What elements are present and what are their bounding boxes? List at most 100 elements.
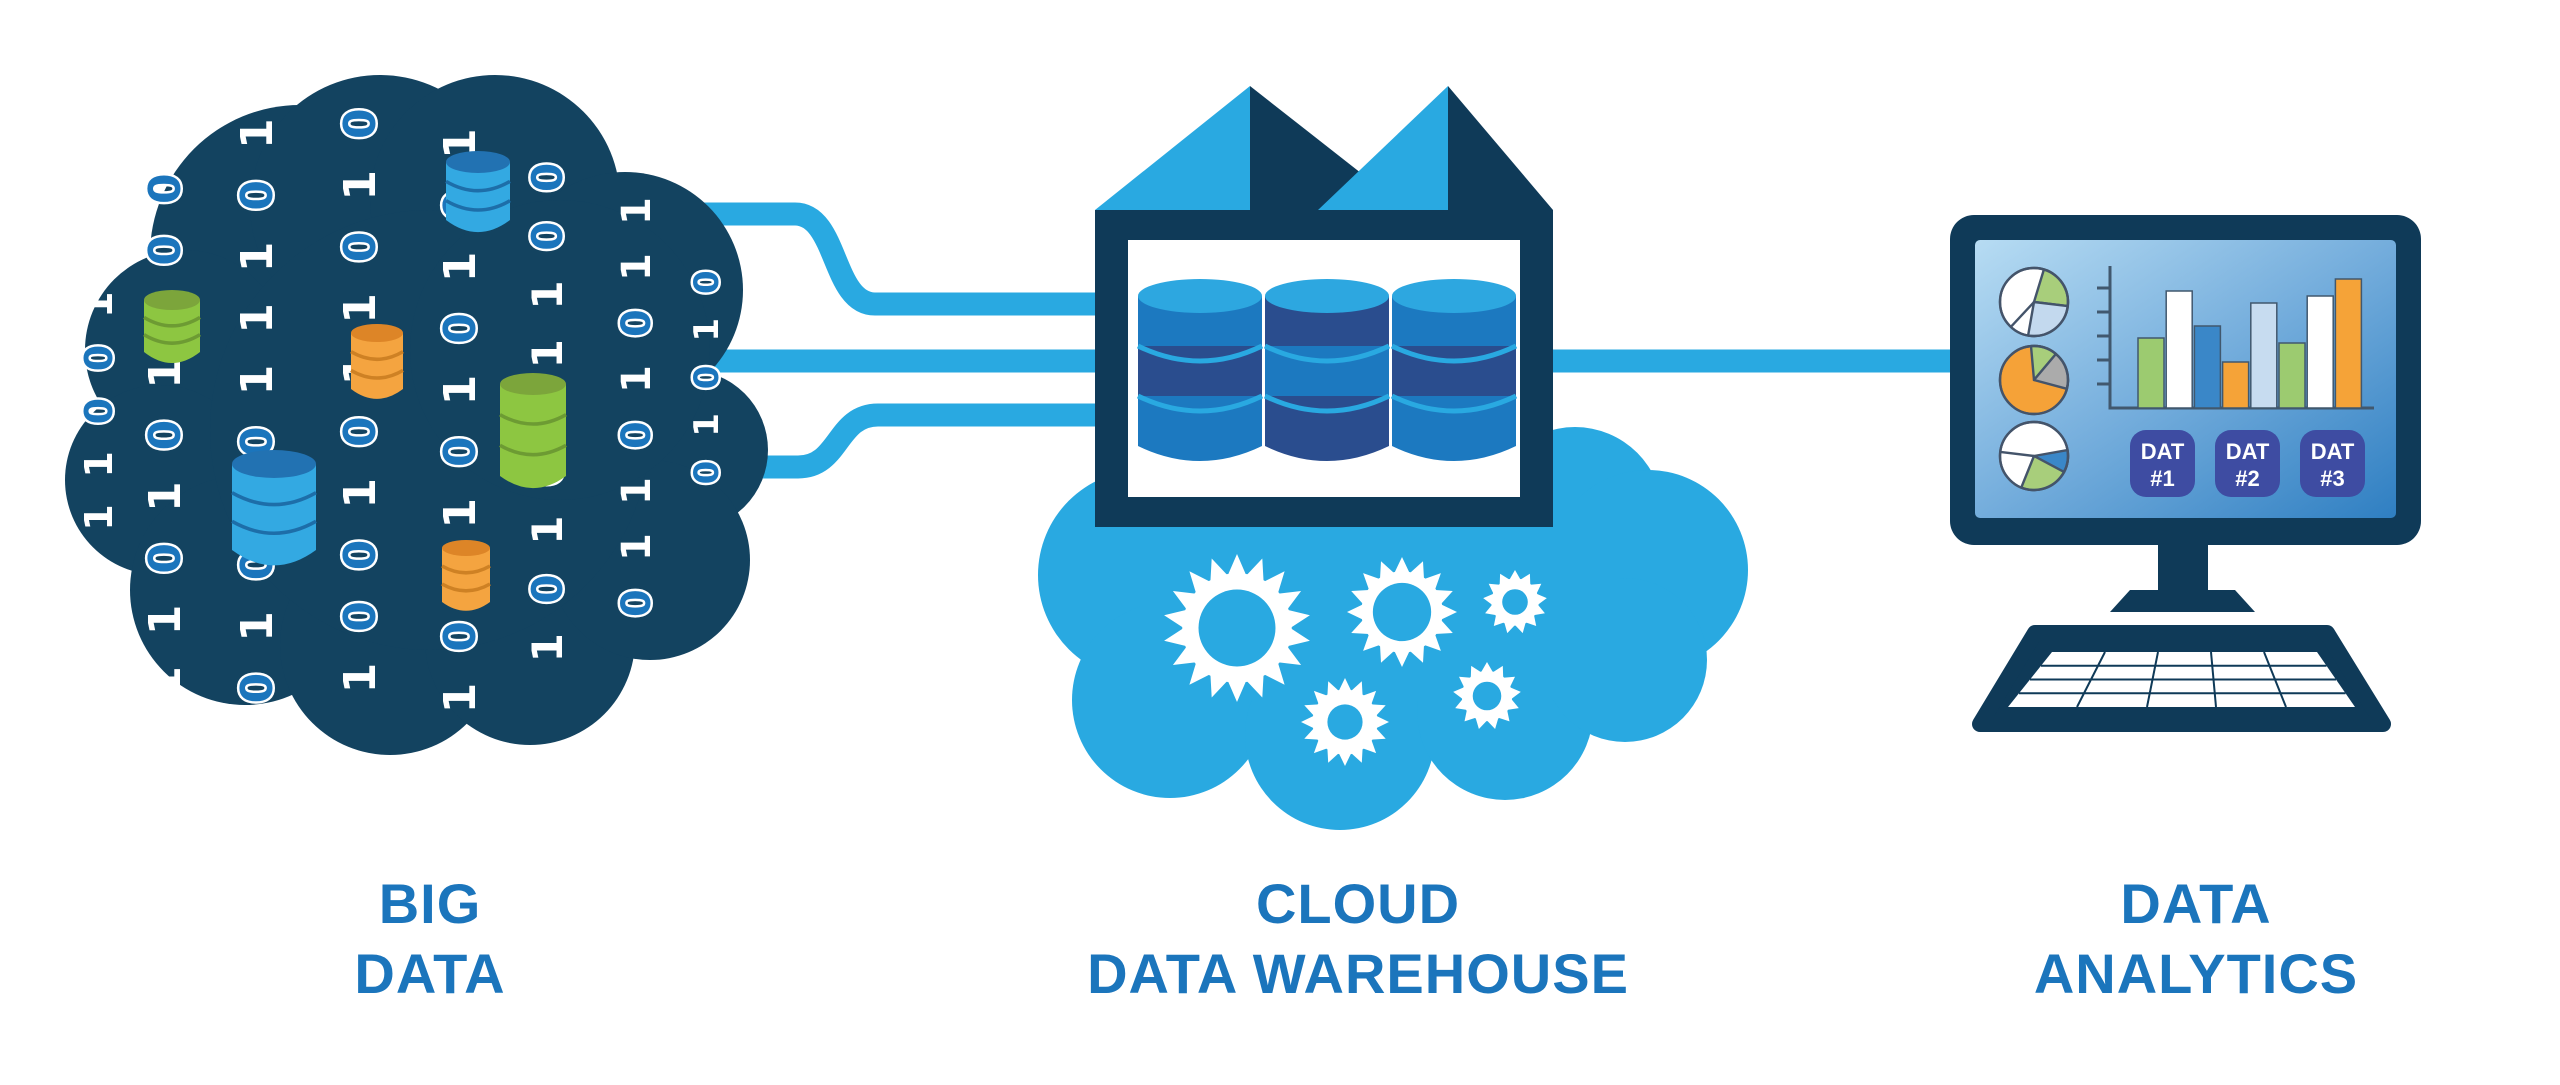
gear-icon [1301, 678, 1389, 766]
bar [2334, 278, 2363, 409]
database-cylinder-icon [441, 540, 491, 611]
cylinder-body [500, 384, 566, 476]
bar [2137, 337, 2165, 409]
gear-icon [1483, 570, 1547, 634]
cylinder-separator [445, 199, 511, 212]
dataset-badges: DAT #1 DAT #2 DAT #3 [2130, 430, 2365, 497]
binary-column: 110101100 [140, 173, 191, 696]
gear-hole [1372, 582, 1432, 642]
cylinder-top [1138, 279, 1262, 313]
binary-column: 1001011010 [335, 108, 386, 693]
database-cylinder-icon [1390, 279, 1518, 461]
left-cloud-databases [143, 151, 567, 611]
dark-cloud-shape [65, 75, 768, 755]
cylinder-separator [445, 179, 511, 193]
monitor-icon: DAT #1 DAT #2 DAT #3 [1950, 215, 2421, 732]
binary-column: 01101011 [614, 197, 660, 617]
database-cylinder-icon [350, 324, 404, 399]
binary-zero: 0 [335, 416, 386, 447]
cylinder-separator [231, 519, 317, 535]
binary-one: 1 [335, 478, 386, 509]
binary-zero: 0 [335, 232, 386, 263]
binary-one: 1 [687, 318, 727, 342]
gear-hole [1198, 589, 1276, 667]
monitor-stand [2110, 545, 2255, 612]
cylinder-top [500, 373, 566, 395]
binary-one: 1 [232, 118, 283, 149]
binary-zero: 0 [614, 421, 660, 449]
binary-zero: 0 [140, 420, 191, 451]
pie-charts [1998, 266, 2070, 492]
binary-zero: 0 [232, 180, 283, 211]
binary-one: 1 [435, 375, 486, 406]
badge-dat-2: DAT #2 [2215, 430, 2280, 497]
binary-one: 1 [614, 477, 660, 505]
database-cylinder-icon [1136, 279, 1264, 461]
binary-one: 1 [232, 303, 283, 334]
binary-zero: 0 [335, 540, 386, 571]
pie-chart-icon [1998, 344, 2070, 416]
big-data-cloud-icon: 1100111010110001010111011001011010101101… [65, 75, 768, 755]
captions: BIG DATA CLOUD DATA WAREHOUSE DATA ANALY… [354, 872, 2357, 1005]
binary-one: 1 [614, 365, 660, 393]
pie-divider [2000, 450, 2035, 458]
binary-zero: 0 [140, 543, 191, 574]
badge-number: #3 [2320, 466, 2344, 491]
database-cylinder-icon [231, 450, 317, 566]
connector-line-icon [690, 202, 1105, 316]
binary-zero: 0 [687, 461, 727, 485]
pie-outline [1998, 420, 2070, 492]
binary-one: 1 [614, 253, 660, 281]
binary-zero: 0 [140, 235, 191, 266]
caption-warehouse-line1: CLOUD [1256, 872, 1460, 935]
binary-zero: 0 [523, 222, 572, 251]
binary-zero: 0 [77, 345, 121, 371]
roof-right-light [1318, 86, 1448, 210]
database-cylinder-icon [499, 373, 567, 489]
binary-one: 1 [435, 252, 486, 283]
binary-zero: 0 [335, 108, 386, 139]
cylinder-bottom [232, 550, 316, 566]
pie-chart-icon [1998, 420, 2070, 492]
roof-left-light [1095, 86, 1250, 210]
caption-big-data-line1: BIG [379, 872, 482, 935]
keyboard-grid [2019, 651, 2346, 708]
bar [2278, 342, 2306, 409]
keyboard-icon [1972, 625, 2391, 732]
cylinder-separator [1136, 343, 1264, 364]
cylinder-top [1265, 279, 1389, 313]
cylinder-bottom [1392, 446, 1516, 461]
pie-chart-icon [1998, 266, 2070, 338]
gear-hole [1472, 681, 1502, 711]
binary-digits: 1100111010110001010111011001011010101101… [75, 106, 730, 714]
badge-number: #2 [2235, 466, 2259, 491]
cylinder-separator [350, 368, 404, 380]
cylinder-top [446, 151, 510, 173]
cylinder-bottom [1265, 446, 1389, 461]
binary-column: 01010 [687, 270, 727, 484]
cylinder-top [144, 290, 200, 310]
binary-one: 1 [140, 481, 191, 512]
bar [2250, 302, 2278, 409]
gear-icon [1164, 554, 1310, 702]
binary-zero: 0 [687, 366, 727, 390]
database-cylinder-icon [1263, 279, 1391, 461]
warehouse-databases [1136, 279, 1518, 461]
bar [2221, 361, 2250, 409]
pie-outline [1998, 344, 2070, 416]
badge-label: DAT [2141, 439, 2185, 464]
cylinder-separator [350, 350, 404, 362]
binary-one: 1 [523, 280, 572, 309]
cylinder-top [232, 450, 316, 478]
binary-one: 1 [523, 633, 572, 662]
binary-one: 1 [77, 292, 121, 318]
cylinder-body [232, 464, 316, 550]
axis-ticks [2097, 286, 2110, 386]
binary-one: 1 [687, 413, 727, 437]
binary-column: 11001 [77, 292, 121, 531]
bar [2306, 295, 2334, 409]
binary-one: 1 [140, 605, 191, 636]
bars [2137, 278, 2363, 409]
